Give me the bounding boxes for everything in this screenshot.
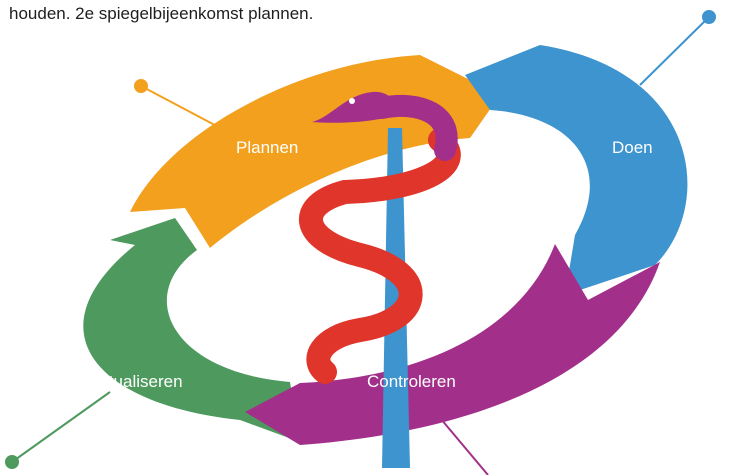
staff: [382, 128, 410, 468]
doen-pointer-line: [639, 16, 710, 86]
snake-body: [299, 128, 461, 384]
controleren-arrow: [245, 244, 660, 445]
doen-label: Doen: [612, 138, 653, 157]
actualiseren-pointer-line: [11, 391, 111, 463]
doen-pointer-dot: [702, 10, 716, 24]
intro-text: houden. 2e spiegelbijeenkomst plannen.: [9, 4, 314, 23]
actualiseren-pointer-dot: [5, 455, 19, 469]
plannen-label: Plannen: [236, 138, 298, 157]
snake-eye: [349, 98, 355, 104]
snake-head: [312, 91, 394, 123]
plannen-pointer-dot: [134, 79, 148, 93]
staff-of-asclepius: [299, 91, 461, 468]
actualiseren-label: Actualiseren: [89, 372, 183, 391]
snake-neck: [371, 94, 458, 161]
actualiseren-arrow: [83, 218, 300, 442]
doen-arrow: [465, 45, 688, 295]
controleren-label: Controleren: [367, 372, 456, 391]
